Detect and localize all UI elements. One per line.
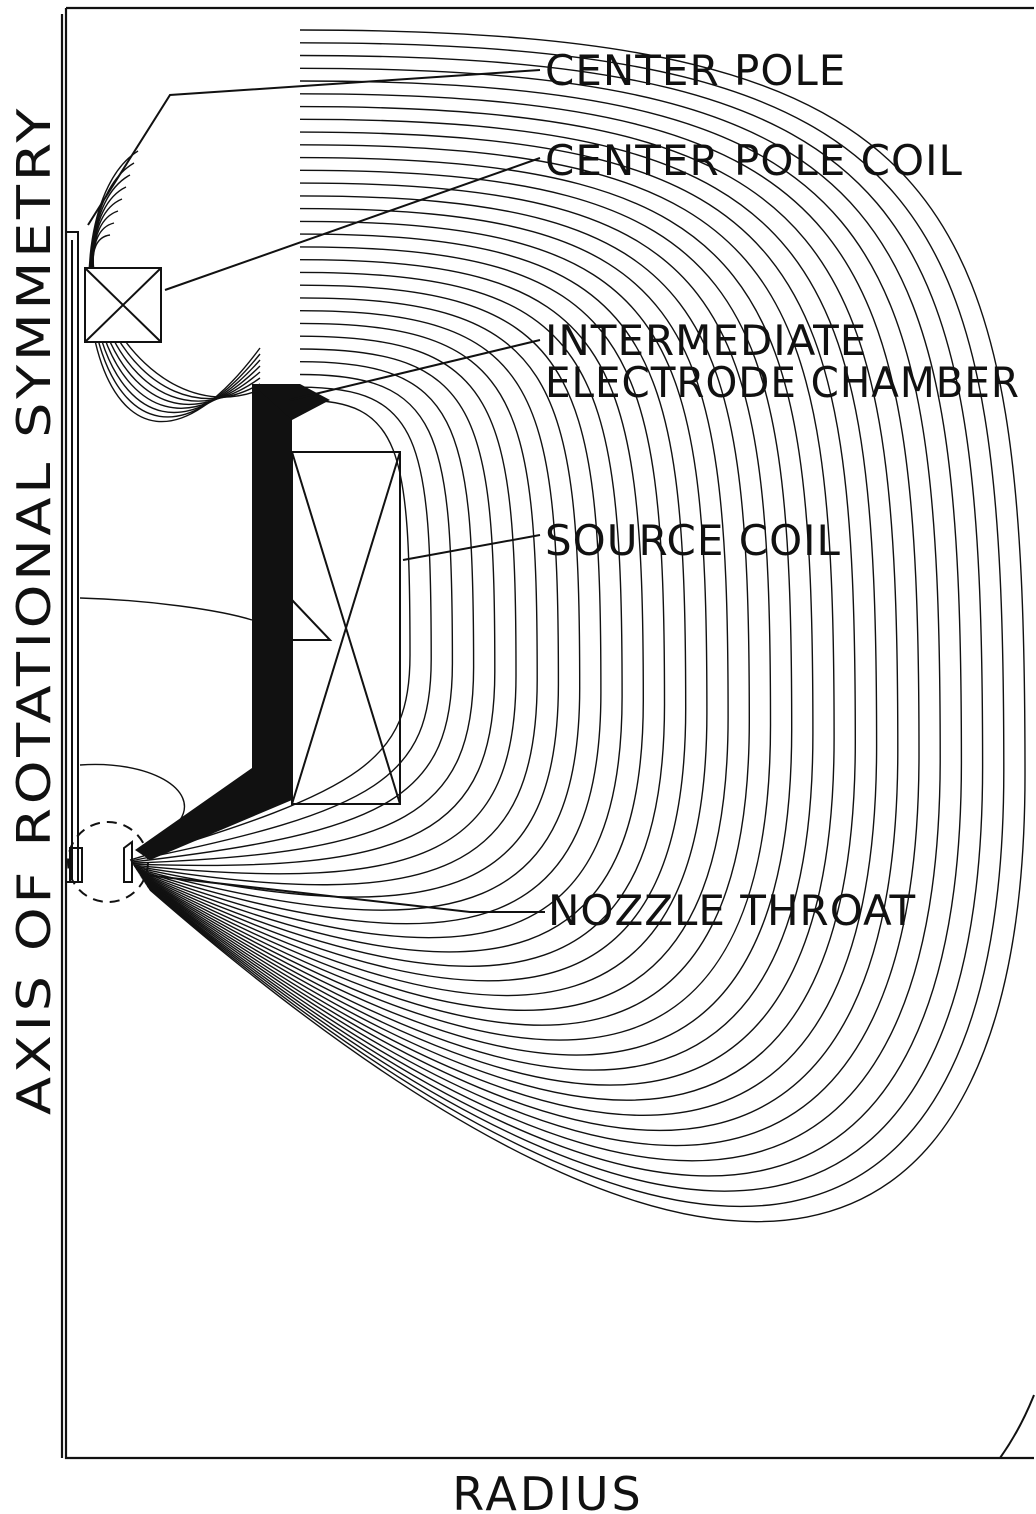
- field-line: [135, 284, 602, 925]
- frame-corner-mark: [999, 1394, 1035, 1459]
- leader-center-pole: [87, 69, 541, 226]
- label-center-pole-coil: CENTER POLE COIL: [545, 136, 963, 185]
- field-line: [138, 233, 687, 982]
- field-line: [79, 597, 253, 621]
- field-line: [79, 763, 186, 821]
- field-line: [133, 335, 517, 875]
- leader-center-pole-coil: [164, 157, 541, 291]
- field-line: [141, 182, 772, 1041]
- electrode-chamber-wall: [135, 384, 330, 860]
- leader-nozzle-throat: [144, 874, 545, 913]
- field-line: [142, 156, 814, 1071]
- label-center-pole: CENTER POLE: [545, 46, 846, 95]
- field-line: [149, 29, 1026, 1223]
- field-line: [142, 169, 793, 1056]
- leader-intermediate-chamber: [289, 339, 541, 401]
- field-line: [144, 118, 878, 1116]
- label-nozzle-throat: NOZZLE THROAT: [548, 886, 916, 935]
- diagram-frame: [60, 6, 1034, 1460]
- field-line: [88, 150, 261, 422]
- field-line: [145, 105, 899, 1132]
- axis-label-vertical: AXIS OF ROTATIONAL SYMMETRY: [7, 105, 61, 1115]
- label-intermediate-line2: ELECTRODE CHAMBER: [545, 358, 1020, 407]
- field-line: [143, 144, 835, 1086]
- field-line: [146, 80, 941, 1162]
- field-line: [134, 310, 560, 898]
- field-line: [91, 186, 261, 409]
- field-line: [146, 93, 920, 1147]
- field-line: [147, 67, 963, 1177]
- field-lines: [79, 29, 1026, 1223]
- field-line: [130, 386, 432, 862]
- field-line: [148, 42, 1005, 1208]
- field-line: [148, 54, 984, 1192]
- field-line: [135, 297, 581, 911]
- center-pole-coil-shape: [84, 267, 162, 343]
- field-line: [144, 131, 857, 1101]
- field-line: [139, 207, 729, 1011]
- field-line: [140, 195, 751, 1026]
- field-line: [136, 271, 623, 939]
- leader-source-coil: [402, 534, 541, 561]
- field-line: [132, 361, 475, 864]
- source-coil-shape: [291, 451, 401, 805]
- field-line: [138, 246, 666, 968]
- field-line: [132, 348, 496, 867]
- field-line: [131, 373, 454, 863]
- field-line: [137, 259, 645, 953]
- label-source-coil: SOURCE COIL: [545, 516, 841, 565]
- axis-label-horizontal: RADIUS: [452, 1467, 643, 1514]
- nozzle-throat-circle: [67, 821, 149, 903]
- label-intermediate-line1: INTERMEDIATE: [545, 316, 867, 365]
- field-line: [139, 220, 708, 997]
- field-line: [90, 174, 261, 413]
- nozzle-shape: [69, 840, 133, 883]
- field-line: [133, 322, 538, 886]
